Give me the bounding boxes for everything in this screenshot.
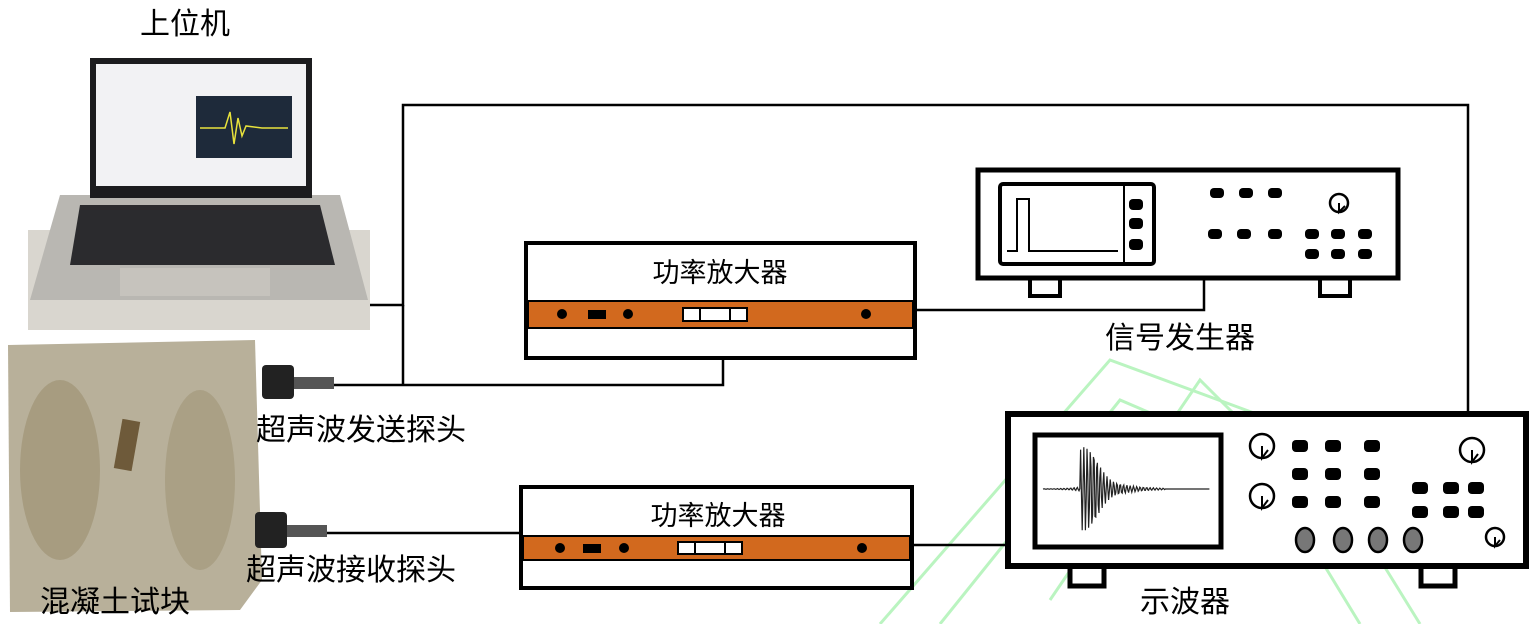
host-computer-label: 上位机 xyxy=(140,7,230,42)
power-amplifier-top xyxy=(524,241,917,360)
concrete-block-photo xyxy=(8,340,262,612)
oscilloscope-label: 示波器 xyxy=(1140,585,1230,620)
transmit-probe xyxy=(262,365,334,399)
receive-probe-label: 超声波接收探头 xyxy=(246,553,456,588)
laptop-photo xyxy=(28,58,370,330)
power-amplifier-bottom xyxy=(519,485,914,590)
waveform xyxy=(1042,447,1210,531)
oscilloscope xyxy=(1005,411,1529,589)
power-amplifier-top-label: 功率放大器 xyxy=(653,258,788,289)
receive-probe xyxy=(255,512,327,548)
concrete-specimen-label: 混凝土试块 xyxy=(40,585,190,620)
signal-generator-label: 信号发生器 xyxy=(1105,321,1255,356)
transmit-probe-label: 超声波发送探头 xyxy=(256,413,466,448)
power-amplifier-bottom-label: 功率放大器 xyxy=(651,501,786,532)
signal-generator xyxy=(975,167,1401,298)
